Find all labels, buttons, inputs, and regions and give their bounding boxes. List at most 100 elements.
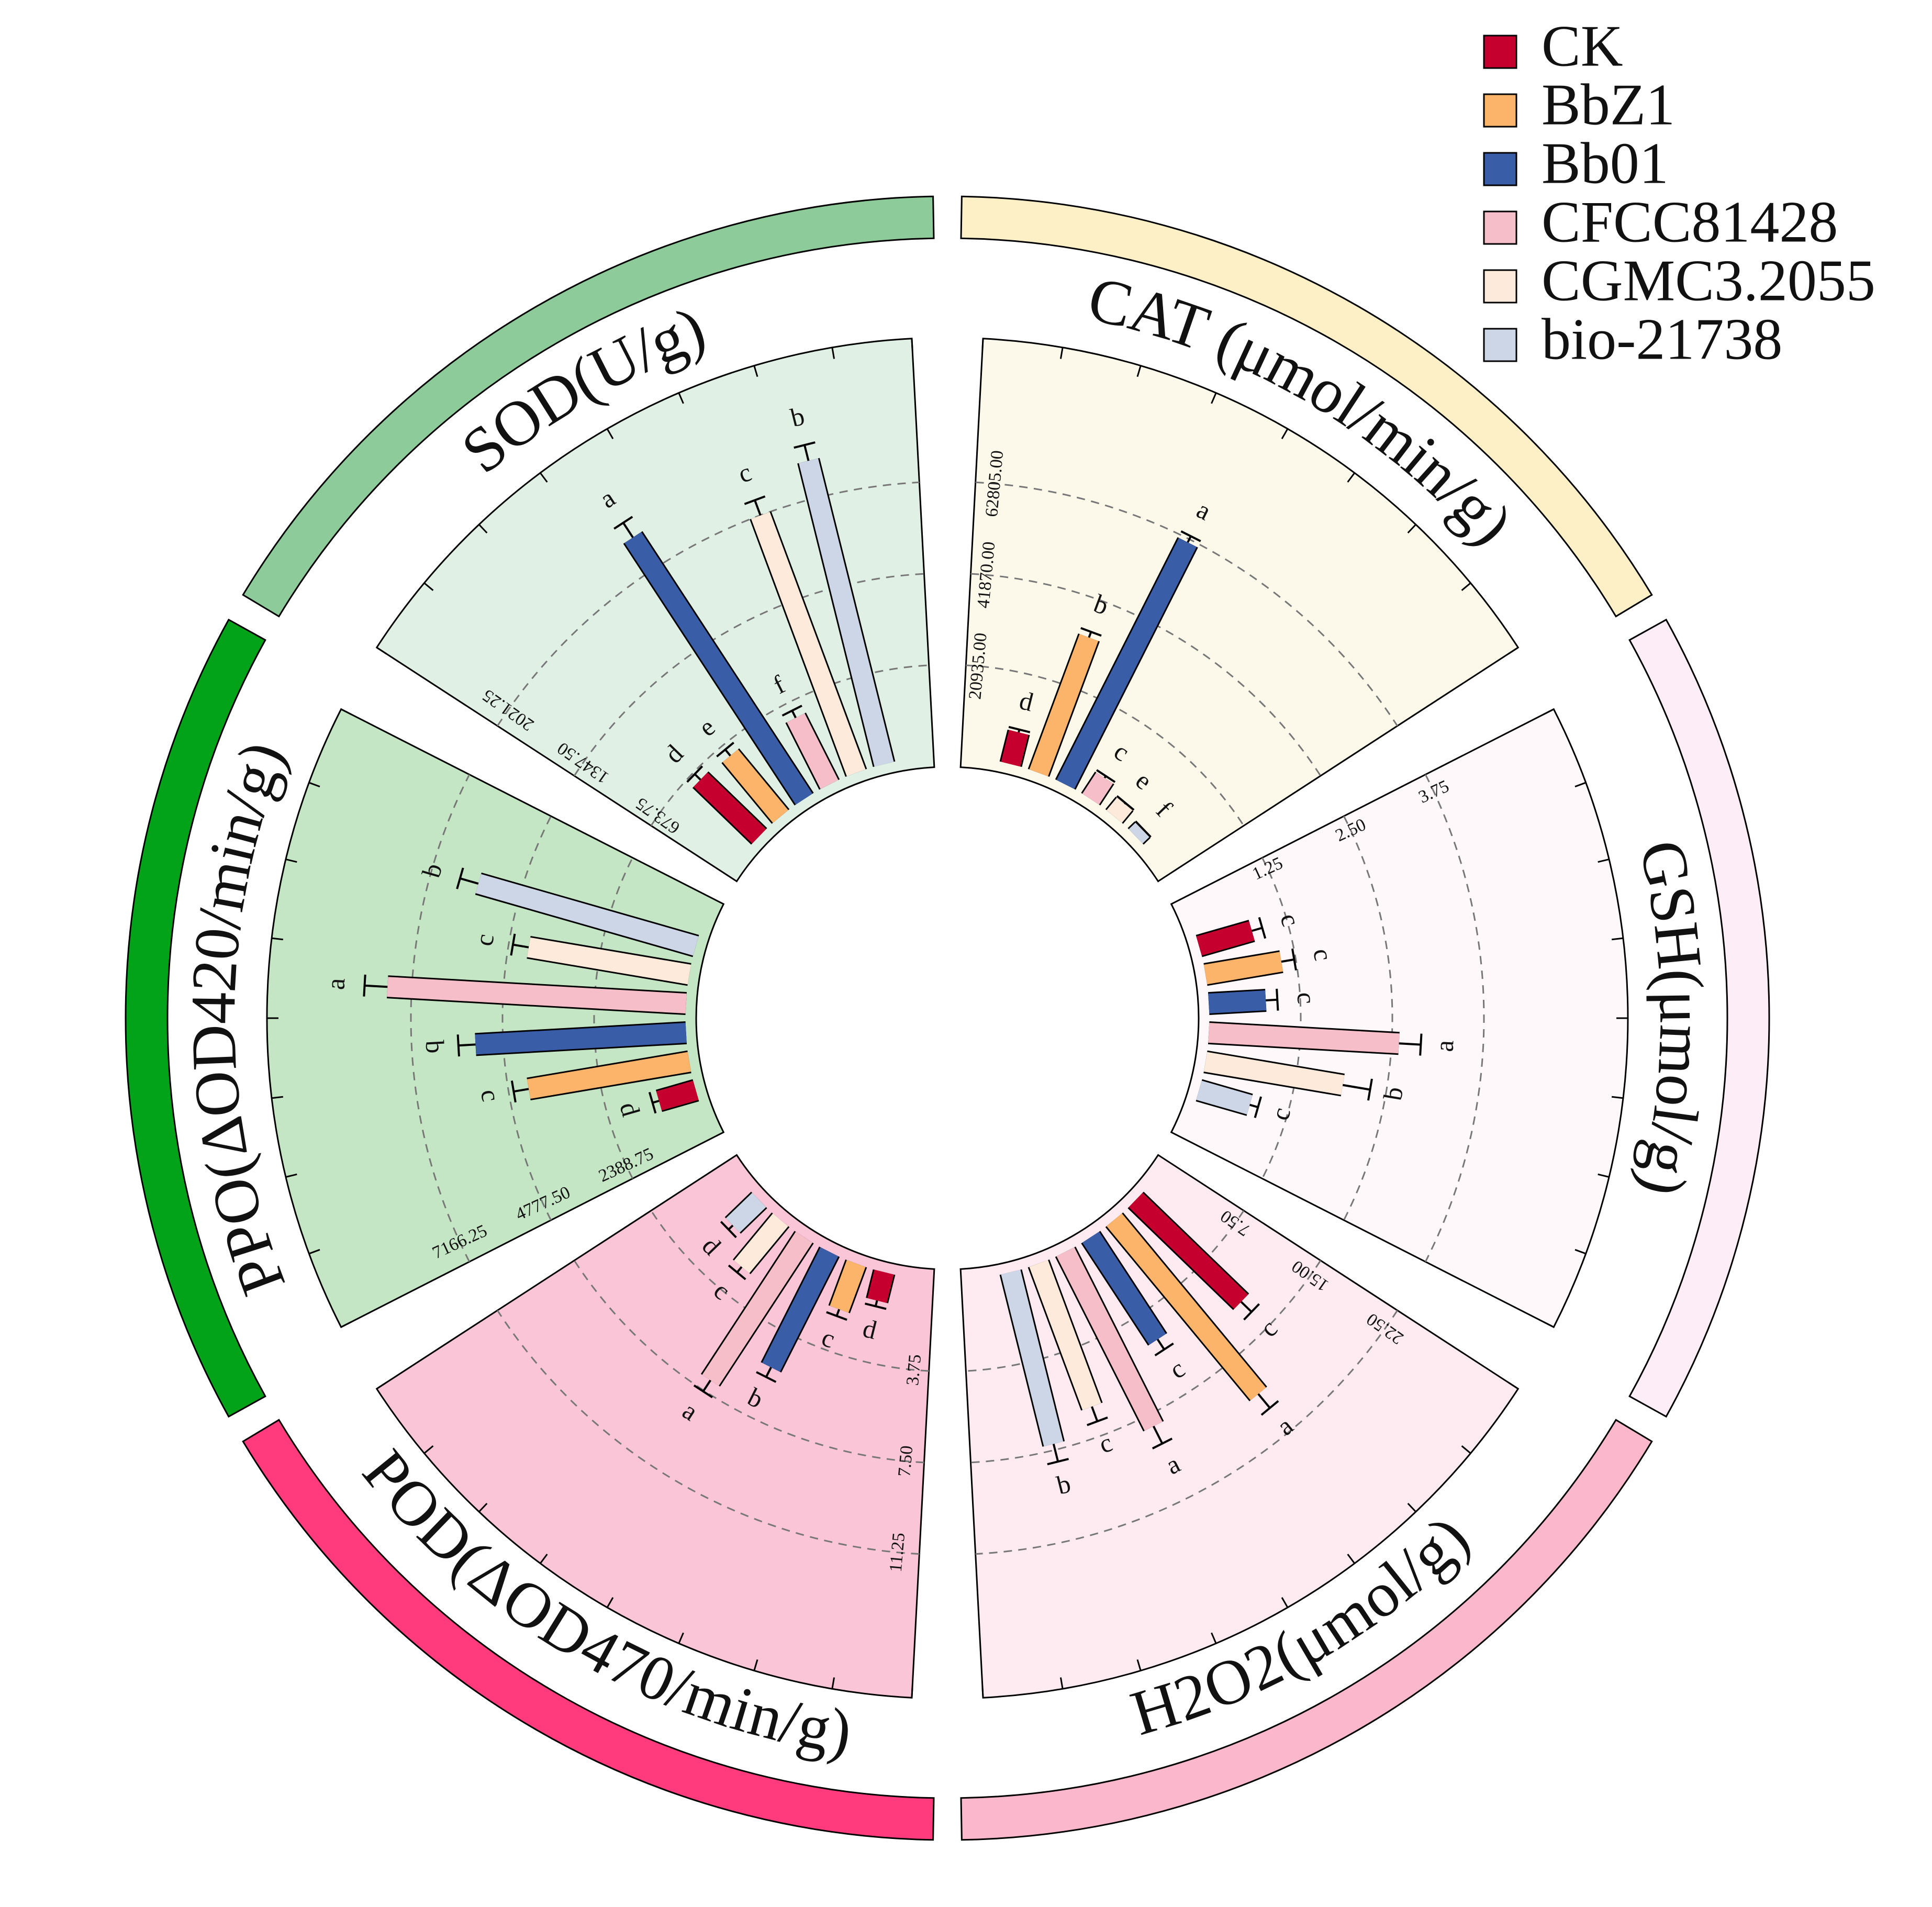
bar-gsh-CGMC3.2055 [1203, 1052, 1345, 1095]
bar-pod-CFCC81428 [702, 1231, 813, 1386]
panel-pod-edge-tick [678, 1632, 684, 1644]
panel-h2o2-edge-tick [1136, 1659, 1142, 1671]
error-cap-cat-BbZ1 [1080, 627, 1102, 637]
legend-swatch [1483, 152, 1517, 186]
panel-gsh-edge-tick [1611, 937, 1624, 941]
panel-pod-band [242, 1419, 935, 1841]
panel-ppo-edge-tick [341, 708, 352, 716]
bar-gsh-bio-21738 [1196, 1080, 1253, 1114]
panel-sod-background [375, 338, 935, 883]
bar-ppo-CFCC81428 [387, 977, 687, 1014]
error-cap-h2o2-Bb01 [1154, 1342, 1174, 1357]
panel-ppo-edge-tick [308, 1248, 320, 1255]
bar-cat-BbZ1 [1029, 634, 1099, 776]
error-cap-sod-bio-21738 [794, 441, 816, 449]
panel-gsh-gridline [1424, 774, 1485, 1263]
bar-cat-CK [1001, 730, 1029, 767]
error-bar-sod-Bb01 [622, 522, 634, 538]
bar-ppo-CGMC3.2055 [527, 937, 691, 985]
panel-gsh-edge-tick [1598, 858, 1610, 863]
error-cap-ppo-Bb01 [456, 1034, 460, 1057]
error-cap-pod-BbZ1 [826, 1311, 847, 1321]
panel-sod-gridline [497, 481, 920, 727]
panel-h2o2-band [960, 1419, 1653, 1841]
panel-pod-tick-label: 3.75 [903, 1354, 925, 1387]
legend-label: BbZ1 [1542, 73, 1675, 138]
error-bar-ppo-CGMC3.2055 [512, 943, 529, 949]
panel-pod-tick-label: 11.25 [886, 1532, 909, 1573]
error-cap-pod-Bb01 [756, 1371, 777, 1383]
panel-pod-gridline [573, 1260, 924, 1464]
panel-sod-edge-tick [753, 365, 758, 377]
legend-item-bio-21738: bio-21738 [1483, 307, 1782, 372]
error-cap-gsh-CK [1258, 917, 1267, 939]
error-cap-h2o2-CK [1243, 1303, 1260, 1321]
legend-swatch [1483, 269, 1517, 304]
bar-ppo-Bb01 [475, 1022, 687, 1055]
error-cap-sod-CK [686, 765, 703, 783]
bar-h2o2-CFCC81428 [1056, 1247, 1163, 1431]
legend-swatch [1483, 210, 1517, 245]
panel-h2o2-edge-tick [1407, 1502, 1416, 1513]
bar-cat-Bb01 [1056, 538, 1197, 789]
panel-pod-gridline [650, 1210, 929, 1372]
panel-cat-edge-tick [1136, 365, 1142, 377]
error-bar-h2o2-BbZ1 [1257, 1393, 1271, 1409]
panel-gsh-edge-tick [1543, 708, 1554, 716]
error-cap-cat-bio-21738 [1134, 820, 1152, 838]
panel-gsh-background [1170, 708, 1629, 1329]
error-cap-ppo-CGMC3.2055 [510, 933, 516, 956]
error-cap-pod-CGMC3.2055 [728, 1264, 746, 1280]
bar-gsh-CFCC81428 [1208, 1022, 1400, 1054]
error-bar-sod-BbZ1 [724, 749, 731, 756]
error-bar-h2o2-Bb01 [1156, 1339, 1165, 1351]
bar-cat-CGMC3.2055 [1107, 797, 1133, 823]
panel-h2o2-edge-tick [1508, 1381, 1519, 1390]
panel-pod-edge-tick [376, 1381, 387, 1390]
error-bar-sod-CFCC81428 [791, 710, 797, 719]
legend-label: CK [1542, 14, 1623, 79]
legend-label: CFCC81428 [1542, 190, 1838, 255]
panel-ppo-gridline [501, 816, 552, 1221]
panel-gsh-edge-tick [1574, 1248, 1587, 1255]
error-cap-sod-BbZ1 [716, 742, 734, 757]
panel-h2o2-gridline [970, 1260, 1322, 1464]
error-cap-cat-CK [1008, 726, 1031, 733]
bar-h2o2-CK [1129, 1192, 1248, 1309]
error-bar-gsh-bio-21738 [1249, 1103, 1259, 1109]
error-cap-ppo-bio-21738 [456, 867, 464, 889]
error-cap-gsh-CFCC81428 [1419, 1033, 1423, 1056]
bar-sod-bio-21738 [799, 458, 894, 767]
panel-cat-gridline [970, 573, 1322, 776]
bar-ppo-CK [656, 1080, 699, 1111]
error-cap-gsh-Bb01 [1276, 988, 1279, 1011]
bar-h2o2-BbZ1 [1107, 1213, 1266, 1400]
panel-pod-edge-tick [478, 1502, 488, 1513]
error-cap-sod-CGMC3.2055 [744, 495, 766, 505]
panel-cat-edge-tick [1461, 582, 1471, 591]
panel-h2o2-background [959, 1154, 1520, 1699]
error-cap-pod-bio-21738 [720, 1221, 737, 1239]
panel-ppo-background [266, 708, 725, 1329]
error-bar-h2o2-CK [1240, 1301, 1253, 1313]
bar-pod-BbZ1 [830, 1260, 866, 1313]
panel-pod-edge-tick [606, 1597, 614, 1608]
panel-cat-background [959, 338, 1520, 883]
error-cap-h2o2-CFCC81428 [1152, 1437, 1173, 1449]
bar-cat-bio-21738 [1129, 822, 1150, 844]
error-bar-gsh-CFCC81428 [1399, 1042, 1421, 1046]
panel-cat-edge-tick [1347, 472, 1356, 483]
bar-gsh-Bb01 [1208, 990, 1267, 1014]
panel-sod-gridline [573, 573, 924, 776]
panel-ppo-edge-tick [285, 858, 297, 863]
error-cap-ppo-BbZ1 [510, 1080, 517, 1103]
panel-gsh-title: GSH(μmol/g) [1626, 834, 1717, 1203]
error-cap-h2o2-BbZ1 [1260, 1400, 1279, 1416]
error-bar-ppo-bio-21738 [460, 877, 479, 885]
bar-h2o2-Bb01 [1082, 1231, 1166, 1345]
panel-sod-edge-tick [539, 472, 548, 483]
panel-cat-edge-tick [1281, 428, 1289, 439]
error-bar-h2o2-CFCC81428 [1152, 1425, 1164, 1444]
